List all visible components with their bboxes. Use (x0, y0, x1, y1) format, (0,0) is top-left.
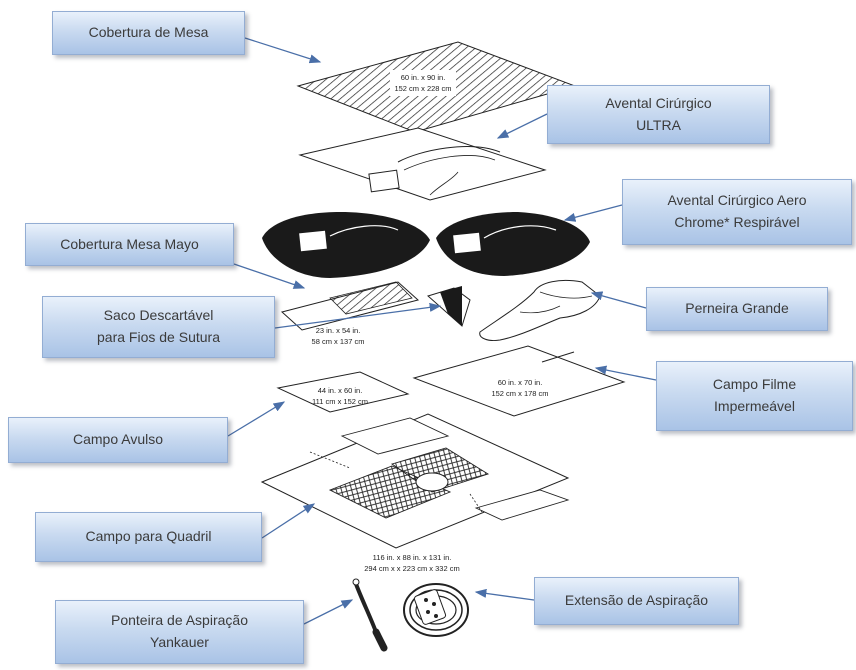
leg-drape-drawing (479, 279, 601, 341)
arrow-campo-filme (594, 365, 657, 381)
arrow-avental-aero (563, 204, 623, 222)
arrow-avental-ultra (496, 113, 548, 139)
yankauer-tip-drawing (352, 578, 388, 652)
pointer-arrows (227, 37, 657, 625)
hip-dim-inches: 116 in. x 88 in. x 131 in. (373, 553, 452, 562)
arrow-campo-quadril (261, 503, 316, 539)
mayo-dim-cm: 58 cm x 137 cm (312, 337, 365, 346)
hip-dim-cm: 294 cm x x 223 cm x 332 cm (364, 564, 459, 573)
label-campo-quadril: Campo para Quadril (35, 512, 262, 562)
label-perneira-grande: Perneira Grande (646, 287, 828, 331)
arrow-cobertura-mesa (244, 37, 322, 64)
aero-chrome-gowns-drawing (262, 212, 590, 278)
utility-dim-inches: 44 in. x 60 in. (318, 386, 363, 395)
film-dim-cm: 152 cm x 178 cm (491, 389, 548, 398)
label-campo-avulso: Campo Avulso (8, 417, 228, 463)
label-extensao-aspiracao: Extensão de Aspiração (534, 577, 739, 625)
film-drape-drawing: 60 in. x 70 in. 152 cm x 178 cm (412, 345, 626, 417)
label-cobertura-mayo: Cobertura Mesa Mayo (25, 223, 234, 266)
utility-drape-drawing: 44 in. x 60 in. 111 cm x 152 cm (276, 371, 410, 413)
table-cover-drawing: 60 in. x 90 in. 152 cm x 228 cm (296, 41, 577, 133)
suture-bag-drawing (427, 286, 471, 327)
arrow-ponteira (303, 599, 354, 625)
table-cover-dim-inches: 60 in. x 90 in. (401, 73, 446, 82)
hip-drape-drawing: 116 in. x 88 in. x 131 in. 294 cm x x 22… (260, 413, 570, 573)
ultra-gown-drawing (298, 127, 547, 201)
label-cobertura-mesa: Cobertura de Mesa (52, 11, 245, 55)
utility-dim-cm: 111 cm x 152 cm (312, 397, 368, 406)
mayo-stand-cover-drawing: 23 in. x 54 in. 58 cm x 137 cm (280, 281, 420, 346)
suction-tubing-drawing (403, 583, 469, 637)
arrow-perneira (590, 291, 647, 309)
table-cover-dim-cm: 152 cm x 228 cm (394, 84, 451, 93)
arrow-extensao (474, 588, 535, 601)
film-dim-inches: 60 in. x 70 in. (498, 378, 543, 387)
arrow-saco-sutura (274, 302, 442, 329)
arrow-campo-avulso (227, 401, 286, 437)
mayo-dim-inches: 23 in. x 54 in. (316, 326, 361, 335)
arrow-cobertura-mayo (233, 263, 306, 289)
